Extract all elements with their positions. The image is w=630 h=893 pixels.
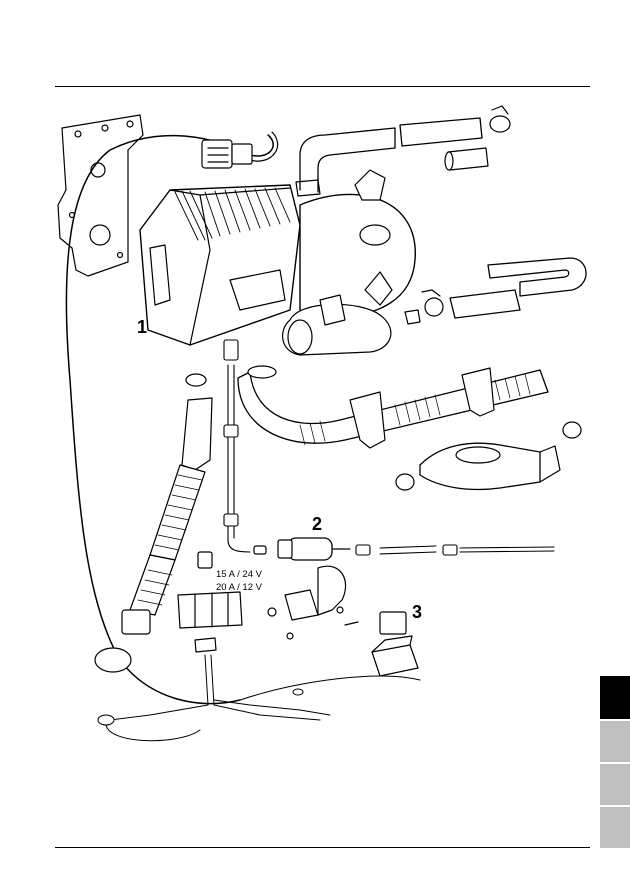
relay [371, 611, 419, 677]
lower-cables [97, 654, 421, 742]
intake-air-hose [94, 373, 213, 673]
mounting-bracket [57, 114, 144, 277]
callout-heater: 1 [137, 317, 148, 337]
section-tab-3[interactable] [600, 764, 630, 805]
footer-rule [55, 847, 590, 848]
fuse-holder [177, 551, 243, 653]
fuel-pump [253, 537, 359, 640]
side-section-tabs [600, 676, 630, 850]
section-tab-2[interactable] [600, 721, 630, 762]
heater-unit [139, 169, 421, 356]
header-rule [55, 86, 590, 87]
exhaust-muffler [395, 421, 582, 491]
fuse-label-24v: 15 A / 24 V [216, 569, 262, 580]
fuse-label-12v: 20 A / 12 V [216, 582, 262, 593]
coolant-hose-upper [295, 105, 511, 197]
section-tab-1[interactable] [600, 676, 630, 719]
coolant-hose-right [421, 257, 587, 319]
section-tab-4[interactable] [600, 807, 630, 848]
callout-relay: 3 [412, 602, 423, 622]
connector-plug [201, 139, 253, 169]
callout-fuel-pump: 2 [312, 514, 323, 534]
fuel-line [223, 339, 555, 556]
exhaust-pipe [237, 365, 549, 449]
